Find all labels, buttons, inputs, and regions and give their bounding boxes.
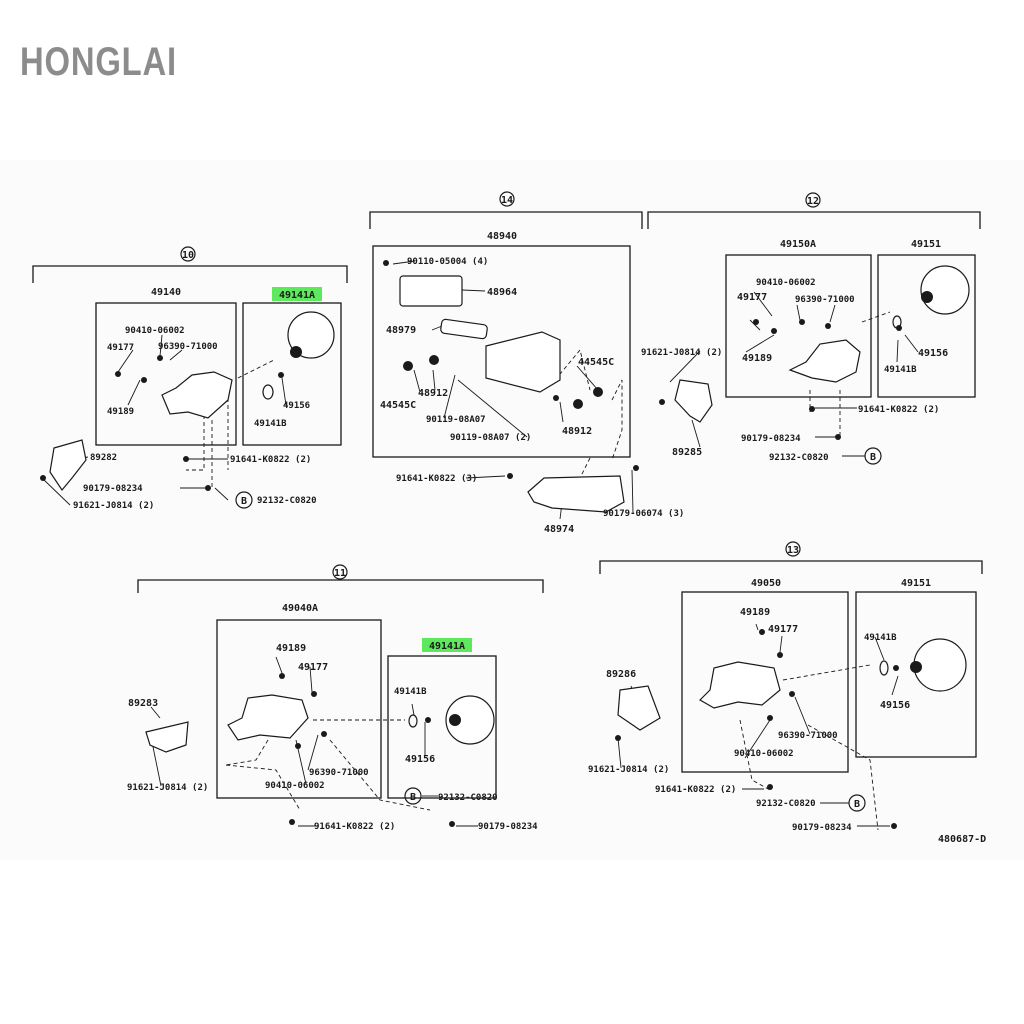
part-label: 90179-08234 [741,434,801,444]
diagram-id: 480687-D [938,834,986,845]
callout-b: B [241,496,247,507]
part-label: 91621-J0814 (2) [127,783,208,793]
part-label: 91621-J0814 (2) [641,348,722,358]
group-number-10: 10 [182,250,194,261]
part-label: 90110-05004 (4) [407,257,488,267]
part-label: 49189 [276,643,306,654]
callout-b: B [870,452,876,463]
part-label: 91641-K0822 (2) [314,822,395,832]
part-label: 96390-71000 [778,731,838,741]
part-label: 49189 [742,353,772,364]
part-label: 48912 [562,426,592,437]
part-label: 96390-71000 [158,342,218,352]
part-label: 96390-71000 [795,295,855,305]
group-number-13: 13 [787,545,799,556]
box-label-49040A: 49040A [282,603,318,614]
part-label: 92132-C0820 [756,799,816,809]
part-label: 89282 [90,453,117,463]
part-label: 90410-06002 [125,326,185,336]
callout-b: B [854,799,860,810]
part-label: 91621-J0814 (2) [588,765,669,775]
part-label: 91641-K0822 (2) [230,455,311,465]
group-number-12: 12 [807,196,819,207]
part-label: 91641-K0822 (2) [655,785,736,795]
group-number-14: 14 [501,195,513,206]
part-label: 90179-08234 [83,484,143,494]
part-label: 90410-06002 [265,781,325,791]
part-label: 48974 [544,524,574,535]
part-label: 48912 [418,388,448,399]
part-label: 49141B [394,687,427,697]
group-number-11: 11 [334,568,346,579]
part-label: 92132-C0820 [769,453,829,463]
part-label: 49156 [918,348,948,359]
box-label-49150A: 49150A [780,239,816,250]
part-label: 89283 [128,698,158,709]
part-label: 96390-71000 [309,768,369,778]
part-label: 49189 [107,407,134,417]
part-label: 44545C [380,400,416,411]
part-label: 91641-K0822 (3) [396,474,477,484]
part-label: 89286 [606,669,636,680]
part-label: 90179-08234 [478,822,538,832]
part-label: 49189 [740,607,770,618]
part-label: 89285 [672,447,702,458]
part-label: 90179-06074 (3) [603,509,684,519]
part-label: 49156 [283,401,310,411]
part-label: 48964 [487,287,517,298]
brand-logo: HONGLAI [20,40,177,84]
part-label: 91641-K0822 (2) [858,405,939,415]
part-label: 90179-08234 [792,823,852,833]
part-label: 49177 [768,624,798,635]
box-label-49050: 49050 [751,578,781,589]
part-label: 49177 [737,292,767,303]
box-label-49151: 49151 [911,239,941,250]
part-label: 49141B [254,419,287,429]
box-label-49141A-highlighted: 49141A [279,290,315,301]
part-label: 92132-C0820 [438,793,498,803]
part-label: 90119-08A07 (2) [450,433,531,443]
part-label: 91621-J0814 (2) [73,501,154,511]
part-label: 49141B [864,633,897,643]
box-label-49140: 49140 [151,287,181,298]
part-label: 49141B [884,365,917,375]
part-label: 44545C [578,357,614,368]
part-label: 90119-08A07 [426,415,486,425]
part-label: 48979 [386,325,416,336]
part-label: 49177 [107,343,134,353]
box-label-48940: 48940 [487,231,517,242]
box-label-49141A-highlighted: 49141A [429,641,465,652]
part-label: 49156 [405,754,435,765]
part-label: 92132-C0820 [257,496,317,506]
part-label: 49156 [880,700,910,711]
callout-b: B [410,792,416,803]
box-label-49151: 49151 [901,578,931,589]
part-label: 90410-06002 [756,278,816,288]
part-label: 49177 [298,662,328,673]
part-label: 90410-06002 [734,749,794,759]
